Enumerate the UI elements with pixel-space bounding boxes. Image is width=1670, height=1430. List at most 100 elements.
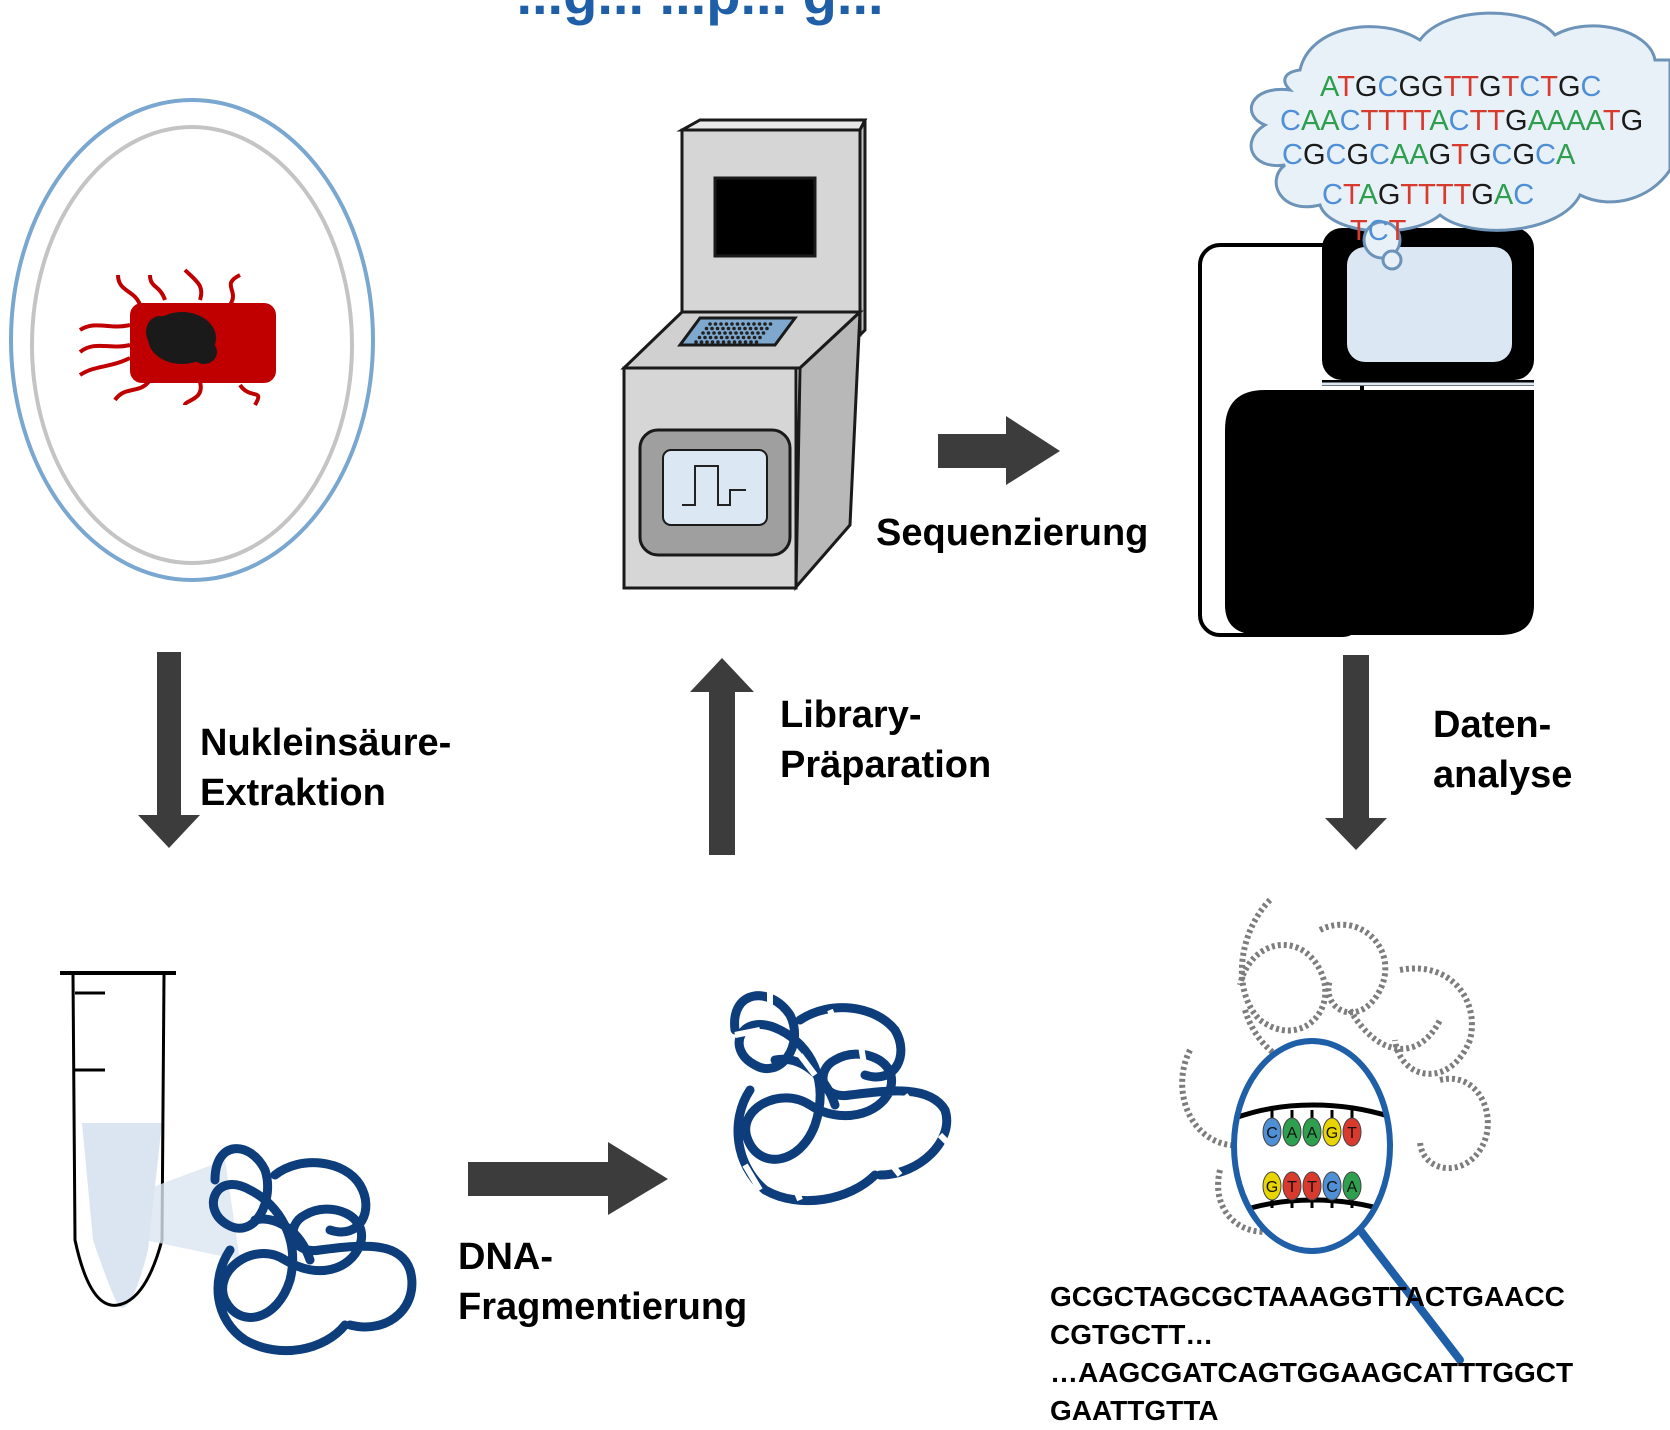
- fragmented-dna-icon: [730, 980, 963, 1206]
- plate-well: [738, 340, 742, 344]
- diagram-title: ...g... ...p... g...: [200, 0, 1200, 30]
- arrow-down-analysis: [1325, 655, 1387, 850]
- label-library-prep: Library- Präparation: [780, 694, 992, 786]
- sequencer-icon: [1198, 228, 1534, 637]
- dna-coil-icon: [208, 1144, 417, 1356]
- arrow-up-library: [690, 658, 754, 855]
- plate-well: [728, 331, 733, 335]
- plate-well: [725, 335, 729, 340]
- base-pin: [1262, 1117, 1282, 1147]
- plate-well: [741, 335, 746, 340]
- cloud-seq-line-5: TCT: [1350, 215, 1407, 247]
- plate-well: [765, 326, 769, 331]
- arrow-right-sequencing: [938, 416, 1060, 485]
- plate-well: [759, 326, 764, 331]
- plate-well: [752, 335, 757, 340]
- plate-well: [747, 335, 751, 340]
- plate-well: [768, 322, 773, 326]
- bacterium-icon: [78, 268, 276, 407]
- plate-well: [694, 340, 698, 344]
- cloud-seq-line-1: ATGCGGTTGTCTGC: [1320, 71, 1602, 103]
- base-letter: T: [1307, 1179, 1317, 1196]
- label-fragmentation: DNA- Fragmentierung: [458, 1236, 748, 1328]
- plate-well: [754, 326, 758, 331]
- plate-well: [701, 331, 705, 335]
- plate-well: [708, 322, 712, 326]
- plate-well: [723, 331, 727, 335]
- cloud-seq-line-4: CTAGTTTTGAC: [1322, 179, 1535, 211]
- plate-well: [735, 322, 740, 326]
- base-letter: A: [1347, 1179, 1358, 1196]
- plate-well: [743, 326, 747, 331]
- cloud-seq-line-3: CGCGCAAGTGCGCA: [1282, 139, 1576, 171]
- plate-well: [750, 331, 755, 335]
- plate-well: [746, 322, 751, 326]
- plate-well: [727, 340, 731, 344]
- plate-well: [726, 326, 731, 331]
- plate-well: [761, 331, 766, 335]
- base-letter: C: [1326, 1179, 1338, 1196]
- plate-well: [710, 326, 714, 331]
- plate-well: [748, 326, 753, 331]
- plate-well: [739, 331, 744, 335]
- plate-well: [734, 331, 738, 335]
- base-pin: [1282, 1117, 1302, 1147]
- label-sequencing: Sequenzierung: [876, 512, 1149, 554]
- base-letter: T: [1287, 1179, 1297, 1196]
- result-seq-line-4: GAATTGTTA: [1050, 1395, 1219, 1426]
- plate-well: [721, 340, 726, 344]
- result-seq-line-3: …AAGCGATCAGTGGAAGCATTTGGCT: [1050, 1357, 1574, 1388]
- base-letter: A: [1287, 1125, 1298, 1142]
- plate-well: [737, 326, 742, 331]
- plate-well: [715, 326, 720, 331]
- plate-well: [697, 335, 702, 340]
- plate-well: [745, 331, 749, 335]
- plate-well: [705, 340, 709, 344]
- tube-icon: [60, 971, 240, 1308]
- result-sequence: GCGCTAGCGCTAAAGGTTACTGAACC CGTGCTT… …AAG…: [1050, 1278, 1573, 1430]
- base-letter: A: [1307, 1125, 1318, 1142]
- plate-well: [704, 326, 709, 331]
- plate-well: [703, 335, 707, 340]
- base-pin: [1262, 1171, 1282, 1201]
- plate-well: [756, 331, 760, 335]
- base-pin: [1322, 1171, 1342, 1201]
- base-pin: [1322, 1117, 1342, 1147]
- plate-well: [717, 331, 722, 335]
- base-pin: [1342, 1171, 1362, 1201]
- base-pin: [1302, 1171, 1322, 1201]
- base-letter: G: [1266, 1179, 1278, 1196]
- plate-well: [721, 326, 725, 331]
- plate-well: [719, 335, 724, 340]
- plate-well: [732, 326, 736, 331]
- plate-well: [749, 340, 753, 344]
- plate-well: [743, 340, 748, 344]
- plate-well: [758, 335, 762, 340]
- result-seq-line-1: GCGCTAGCGCTAAAGGTTACTGAACC: [1050, 1281, 1565, 1312]
- base-pin: [1302, 1117, 1322, 1147]
- thought-cloud-icon: [1249, 11, 1670, 271]
- petri-dish-icon: [9, 98, 375, 582]
- plate-well: [716, 340, 720, 344]
- base-pin: [1342, 1117, 1362, 1147]
- base-letter: C: [1266, 1125, 1278, 1142]
- plate-well: [757, 322, 762, 326]
- plate-well: [706, 331, 711, 335]
- plate-wells: [694, 322, 773, 344]
- plate-well: [763, 322, 767, 326]
- label-extraction: Nukleinsäure- Extraktion: [200, 722, 452, 814]
- base-letter: G: [1326, 1125, 1338, 1142]
- base-pin: [1282, 1171, 1302, 1201]
- plate-well: [754, 340, 759, 344]
- plate-well: [736, 335, 740, 340]
- plate-well: [710, 340, 715, 344]
- plate-well: [712, 331, 716, 335]
- result-seq-line-2: CGTGCTT…: [1050, 1319, 1214, 1350]
- plate-well: [713, 322, 718, 326]
- cloud-seq-line-2: CAACTTTTACTTGAAAATG: [1280, 105, 1644, 137]
- label-data-analysis: Daten- analyse: [1433, 704, 1573, 796]
- plate-well: [719, 322, 723, 326]
